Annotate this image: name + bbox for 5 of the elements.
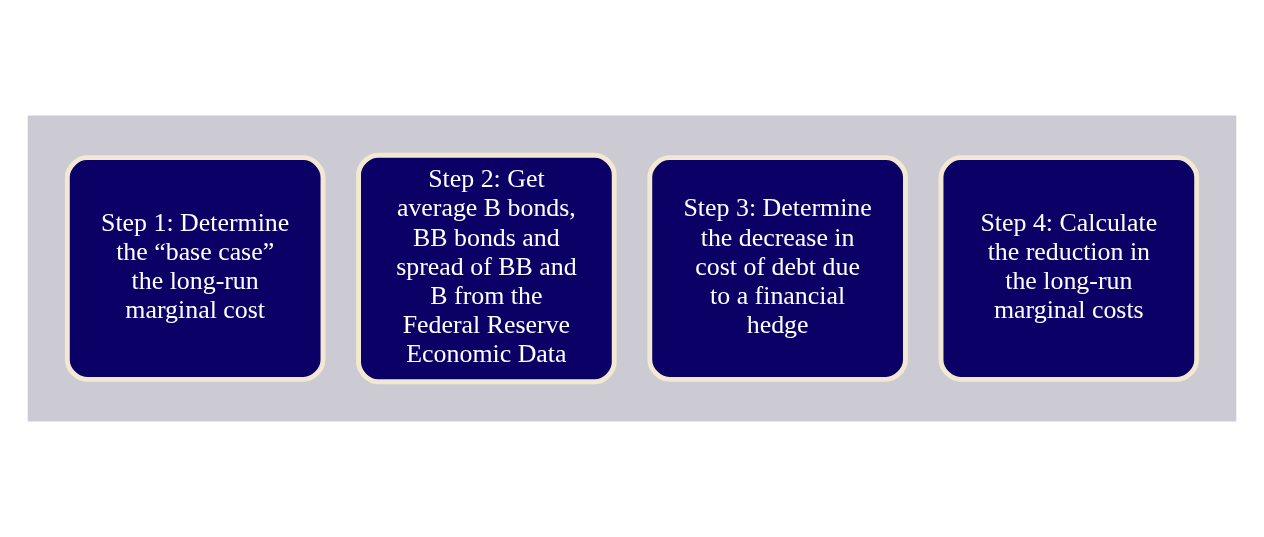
node-box: Step 1: Determine the “base case” the long-run marginal cost: [64, 155, 326, 382]
node-box: Step 4: Calculate the reduction in the long-run marginal costs: [938, 155, 1200, 382]
node-box: Step 3: Determine the decrease in cost of debt due to a financial hedge: [647, 155, 908, 382]
cluster: [27, 115, 1237, 422]
node-box: Step 2: Get average B bonds, BB bonds and spread of BB and B from the Federal Reserve Economic Data: [356, 152, 617, 385]
